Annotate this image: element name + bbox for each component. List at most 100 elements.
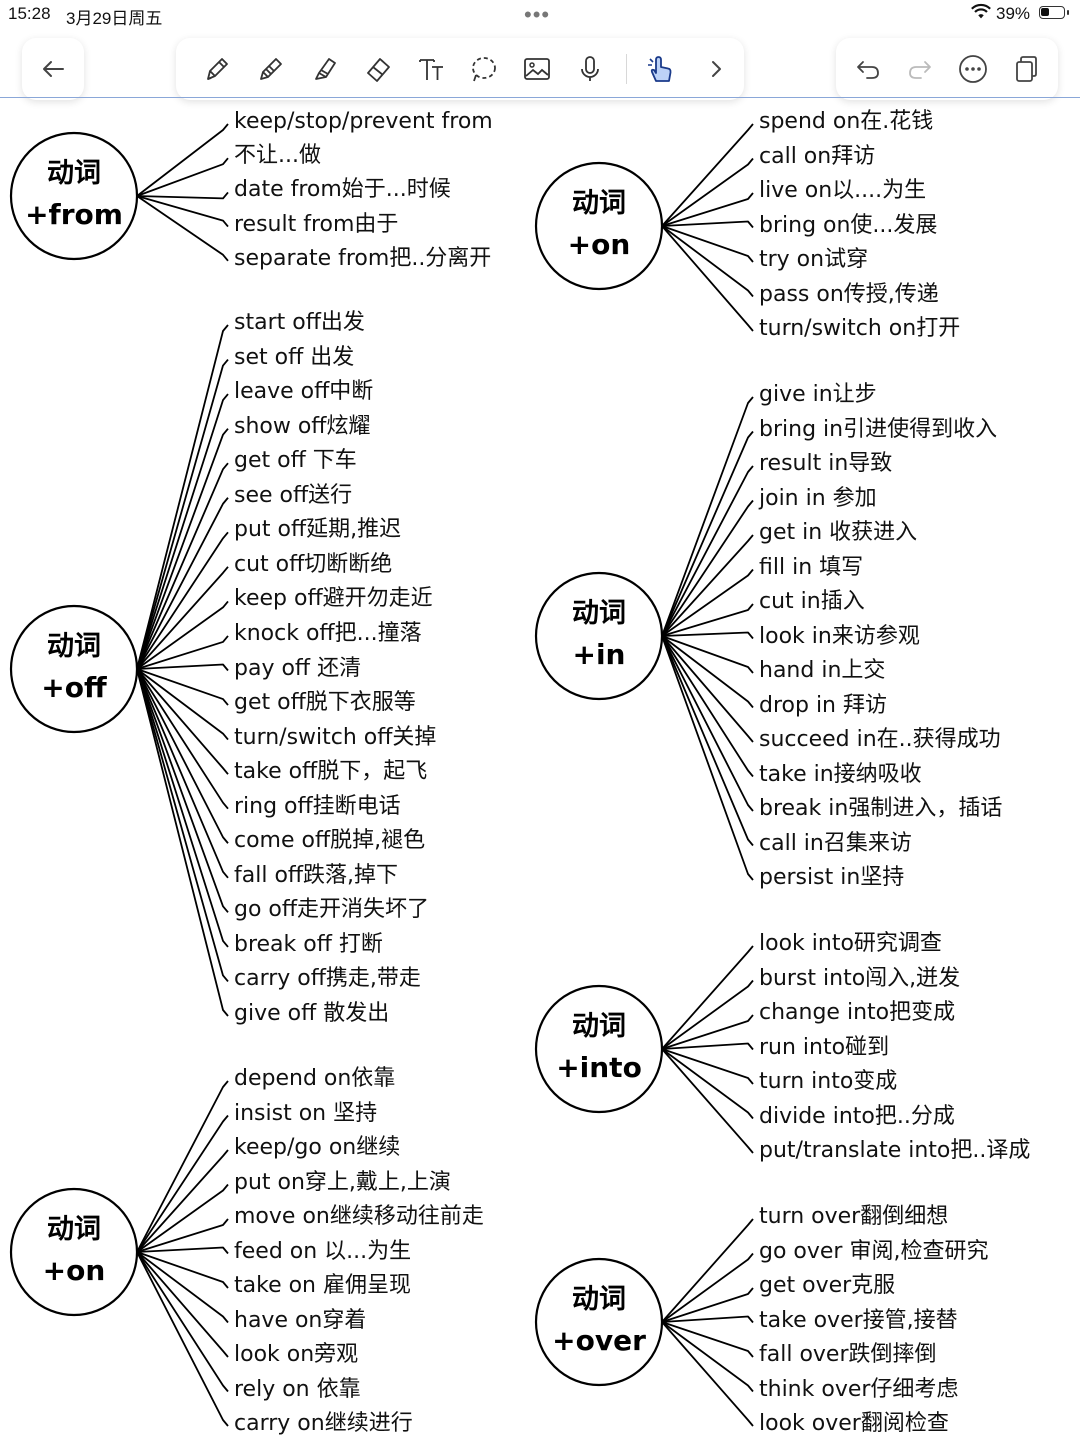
phrase-item: fall over跌倒摔倒	[759, 1342, 937, 1367]
phrase-item: succeed in在..获得成功	[759, 727, 1001, 752]
branch-line	[661, 1321, 754, 1393]
eraser-icon[interactable]	[360, 51, 396, 87]
branch-line	[661, 123, 754, 227]
status-date: 3月29日周五	[66, 9, 163, 28]
branch-line	[136, 1251, 229, 1427]
phrase-item: change into把变成	[759, 1000, 956, 1025]
branch-line	[136, 668, 229, 948]
group-label-from: 动词+from	[11, 154, 137, 236]
lasso-icon[interactable]	[466, 51, 502, 87]
branch-line	[136, 195, 229, 262]
branch-line	[661, 1042, 754, 1051]
group-label-line2: +into	[556, 1051, 642, 1084]
phrase-item: separate from把..分离开	[234, 245, 492, 271]
chevron-right-icon[interactable]	[698, 51, 734, 87]
group-circle-off	[9, 604, 139, 734]
pages-icon[interactable]	[1008, 51, 1044, 87]
branch-line	[661, 568, 754, 637]
group-circle-into	[534, 984, 664, 1114]
phrase-item: leave off中断	[234, 379, 374, 405]
group-label-line1: 动词	[572, 188, 626, 219]
branch-line	[136, 1251, 229, 1358]
phrase-item: set off 出发	[234, 344, 355, 370]
phrase-item: pay off 还清	[234, 655, 362, 681]
branch-line	[661, 635, 754, 743]
microphone-icon[interactable]	[572, 51, 608, 87]
branch-line	[136, 668, 229, 844]
highlighter-icon[interactable]	[306, 51, 342, 87]
phrase-item: cut off切断断绝	[234, 551, 393, 577]
phrase-item: see off送行	[234, 482, 353, 508]
redo-icon[interactable]	[902, 51, 938, 87]
branch-line	[661, 635, 754, 674]
branch-line	[136, 668, 229, 879]
group-label-over: 动词 +over	[536, 1280, 662, 1362]
phrase-item: keep off避开勿走近	[234, 586, 433, 612]
branch-line	[136, 1114, 229, 1253]
phrase-item: go off走开消失坏了	[234, 897, 430, 923]
group-label-in: 动词+in	[536, 594, 662, 676]
text-icon[interactable]	[414, 51, 450, 87]
phrase-item: burst into闯入,迸发	[759, 965, 961, 991]
phrase-item: ring off挂断电话	[234, 793, 401, 819]
phrase-item: get off脱下衣服等	[234, 690, 416, 716]
group-label-line1: 动词	[47, 158, 101, 189]
phrase-item: break in强制进入，插话	[759, 796, 1003, 821]
toolbar-divider	[626, 54, 627, 84]
branch-line	[136, 324, 229, 670]
phrase-item: take off脱下，起飞	[234, 759, 428, 785]
phrase-item: 不让...做	[234, 143, 321, 169]
branch-line	[136, 668, 229, 913]
group-label-line1: 动词	[572, 598, 626, 629]
group-circle-on-right	[534, 161, 664, 291]
branch-line	[661, 1014, 754, 1050]
status-time: 15:28	[8, 4, 51, 23]
group-label-line2: +on	[42, 1254, 106, 1287]
group-label-line2: +over	[552, 1324, 646, 1357]
branch-line	[661, 192, 754, 227]
phrase-item: take on 雇佣呈现	[234, 1273, 411, 1298]
branch-line	[136, 191, 229, 200]
branch-line	[136, 1218, 229, 1253]
header-divider	[0, 97, 1080, 98]
more-icon[interactable]	[955, 51, 991, 87]
phrase-item: give off 散发出	[234, 1001, 390, 1026]
phrase-item: break off 打断	[234, 931, 383, 957]
branch-line	[136, 566, 229, 670]
branch-line	[136, 123, 229, 197]
phrase-item: result in导致	[759, 451, 893, 476]
branch-line	[661, 430, 754, 637]
phrase-item: bring in引进使得到收入	[759, 416, 998, 442]
image-icon[interactable]	[519, 51, 555, 87]
group-label-line1: 动词	[572, 1284, 626, 1315]
arrow-left-icon[interactable]	[35, 51, 71, 87]
branch-line	[661, 1321, 754, 1358]
branch-line	[661, 225, 754, 263]
phrase-item: keep/stop/prevent from	[234, 109, 493, 134]
group-label-on-left: 动词+on	[11, 1210, 137, 1292]
phrase-item: have on穿着	[234, 1307, 367, 1333]
branch-line	[661, 945, 754, 1050]
pen-icon[interactable]	[198, 51, 234, 87]
pencil-icon[interactable]	[252, 51, 288, 87]
branch-line	[661, 225, 754, 298]
phrase-item: fill in 填写	[759, 554, 864, 580]
branch-line	[136, 668, 229, 983]
group-label-off: 动词+off	[11, 627, 137, 709]
wifi-icon	[971, 3, 991, 19]
hand-touch-icon[interactable]	[642, 51, 678, 87]
branch-line	[661, 979, 754, 1050]
undo-icon[interactable]	[850, 51, 886, 87]
group-circle-from	[9, 131, 139, 261]
branch-line	[661, 396, 754, 637]
phrase-item: result from由于	[234, 211, 399, 237]
multitasking-dots-icon[interactable]: •••	[524, 2, 551, 27]
branch-line	[661, 499, 754, 637]
branch-line	[661, 1321, 754, 1427]
branch-line	[661, 635, 754, 778]
phrase-item: bring on使...发展	[759, 212, 938, 238]
branch-line	[661, 631, 754, 640]
phrase-item: put on穿上,戴上,上演	[234, 1169, 451, 1195]
branch-line	[136, 1080, 229, 1253]
